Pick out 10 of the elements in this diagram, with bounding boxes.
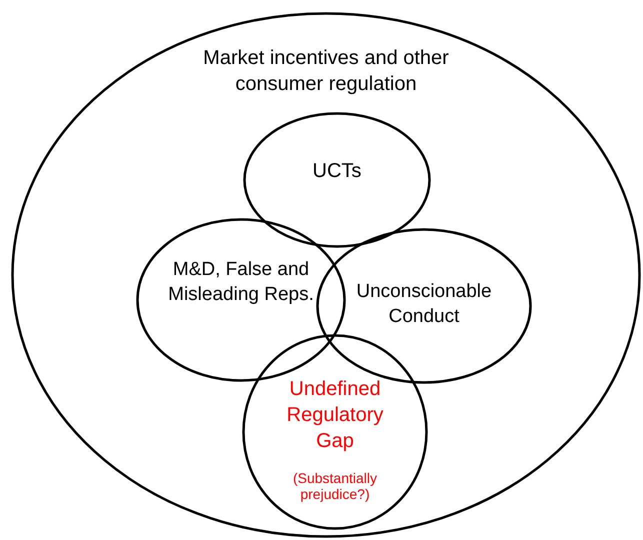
outer-ellipse: [11, 12, 641, 538]
venn-circle: [243, 112, 431, 248]
region-note: (Substantially prejudice?): [292, 470, 378, 502]
region-label: Undefined Regulatory Gap: [286, 377, 384, 454]
region-label: Market incentives and other consumer regulation: [202, 46, 450, 97]
region-label: Unconscionable Conduct: [355, 280, 493, 329]
region-label: M&D, False and Misleading Reps.: [167, 258, 315, 307]
region-label: UCTs: [312, 159, 362, 184]
venn-circle: [136, 218, 346, 382]
venn-circle: [242, 334, 428, 530]
